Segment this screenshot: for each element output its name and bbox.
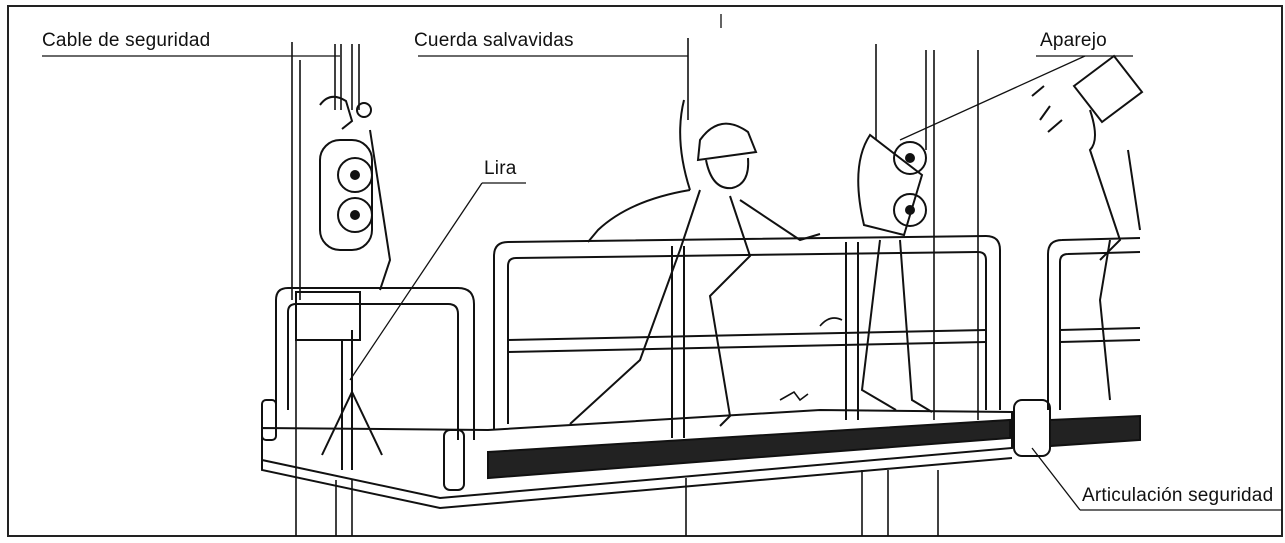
label-safety-joint: Articulación seguridad [1082,485,1274,506]
label-rigging: Aparejo [1040,30,1107,51]
window-cleaner-figure [1031,54,1144,401]
leader-lyre [349,182,483,381]
left-hoist [295,95,392,341]
figure-border [7,5,1283,537]
platform [261,234,1141,510]
vertical-cables [291,38,979,536]
sketch-details [779,317,843,402]
worker-figure [569,99,821,427]
label-safety-cable: Cable de seguridad [42,30,211,51]
leader-rigging [899,55,1086,141]
label-lyre: Lira [484,158,517,179]
leader-joint [1031,447,1081,511]
label-lifeline: Cuerda salvavidas [414,30,574,51]
right-hoist [857,133,933,413]
